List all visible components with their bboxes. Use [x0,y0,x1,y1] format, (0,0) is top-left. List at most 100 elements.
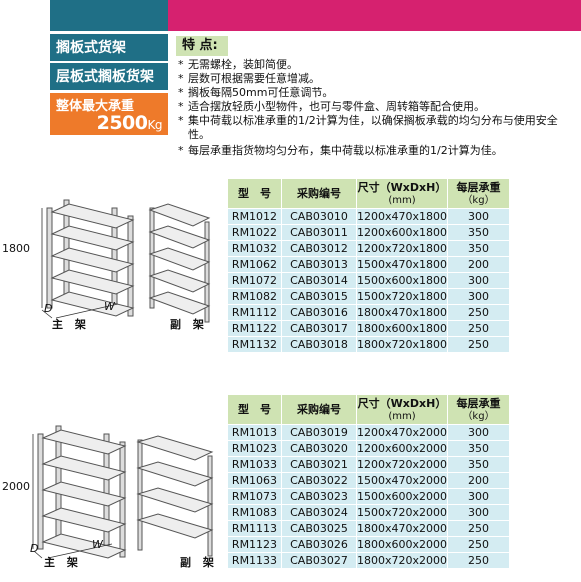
cell-model: RM1013 [227,424,282,441]
cell-load: 200 [447,256,511,273]
shelf-diagram-2000 [32,425,214,559]
cell-size: 1800x720x1800 [355,336,449,353]
cell-model: RM1063 [227,472,282,489]
cell-size: 1800x600x2000 [355,536,449,553]
cell-size: 1500x720x2000 [355,504,449,521]
depth-label: D [30,542,39,555]
col-code: 采购编号 [281,178,357,209]
features-list: 无需螺栓，装卸简便。 层数可根据需要任意增减。 搁板每隔50mm可任意调节。 适… [178,58,576,158]
cell-load: 250 [447,336,511,353]
cell-load: 300 [447,272,511,289]
depth-label: D [44,302,53,315]
feature-item: 适合摆放轻质小型物件，也可与零件盒、周转箱等配合使用。 [178,100,576,114]
max-load-value: 2500Kg [96,112,163,134]
cell-size: 1200x470x1800 [355,208,449,225]
cell-model: RM1132 [227,336,282,353]
cell-code: CAB03018 [281,336,357,353]
cell-load: 250 [447,552,511,569]
width-label: W [104,300,115,313]
cell-code: CAB03012 [281,240,357,257]
cell-load: 350 [447,440,511,457]
product-subtitle: 层板式搁板货架 [50,63,168,91]
cell-size: 1200x720x1800 [355,240,449,257]
cell-model: RM1072 [227,272,282,289]
cell-code: CAB03014 [281,272,357,289]
banner-accent [50,0,168,31]
cell-load: 350 [447,224,511,241]
cell-load: 300 [447,208,511,225]
cell-load: 350 [447,456,511,473]
cell-size: 1800x720x2000 [355,552,449,569]
cell-model: RM1023 [227,440,282,457]
cell-code: CAB03011 [281,224,357,241]
cell-load: 200 [447,472,511,489]
cell-code: CAB03023 [281,488,357,505]
cell-code: CAB03025 [281,520,357,537]
cell-model: RM1122 [227,320,282,337]
cell-load: 250 [447,304,511,321]
main-frame-caption: 主 架 [52,318,90,331]
cell-code: CAB03017 [281,320,357,337]
cell-load: 300 [447,488,511,505]
cell-load: 350 [447,240,511,257]
cell-size: 1500x470x1800 [355,256,449,273]
cell-model: RM1012 [227,208,282,225]
cell-model: RM1112 [227,304,282,321]
main-frame-caption: 主 架 [44,556,82,569]
cell-load: 300 [447,504,511,521]
cell-load: 300 [447,424,511,441]
cell-load: 300 [447,288,511,305]
product-title: 搁板式货架 [50,34,168,62]
col-code: 采购编号 [281,394,357,425]
col-size: 尺寸（WxDxH）(mm) [355,394,449,425]
col-load: 每层承重（kg） [447,178,511,209]
cell-model: RM1033 [227,456,282,473]
max-load-label: 整体最大承重 [56,99,135,114]
cell-size: 1800x470x1800 [355,304,449,321]
feature-item: 搁板每隔50mm可任意调节。 [178,86,576,100]
cell-load: 250 [447,320,511,337]
cell-model: RM1032 [227,240,282,257]
cell-size: 1500x600x2000 [355,488,449,505]
feature-item: 每层承重指货物均匀分布，集中荷载以标准承重的1/2计算为佳。 [178,144,576,158]
cell-size: 1200x720x2000 [355,456,449,473]
cell-size: 1500x720x1800 [355,288,449,305]
cell-size: 1200x600x2000 [355,440,449,457]
cell-size: 1500x470x2000 [355,472,449,489]
feature-item: 无需螺栓，装卸简便。 [178,58,576,72]
cell-model: RM1113 [227,520,282,537]
feature-item: 层数可根据需要任意增减。 [178,72,576,86]
cell-size: 1200x470x2000 [355,424,449,441]
col-model: 型 号 [227,178,282,209]
cell-model: RM1083 [227,504,282,521]
cell-model: RM1062 [227,256,282,273]
cell-code: CAB03020 [281,440,357,457]
cell-code: CAB03026 [281,536,357,553]
cell-code: CAB03019 [281,424,357,441]
cell-model: RM1123 [227,536,282,553]
cell-code: CAB03010 [281,208,357,225]
width-label: W [92,538,103,551]
cell-size: 1200x600x1800 [355,224,449,241]
cell-load: 250 [447,536,511,553]
cell-code: CAB03021 [281,456,357,473]
cell-code: CAB03016 [281,304,357,321]
max-load-box: 整体最大承重 2500Kg [50,93,168,135]
